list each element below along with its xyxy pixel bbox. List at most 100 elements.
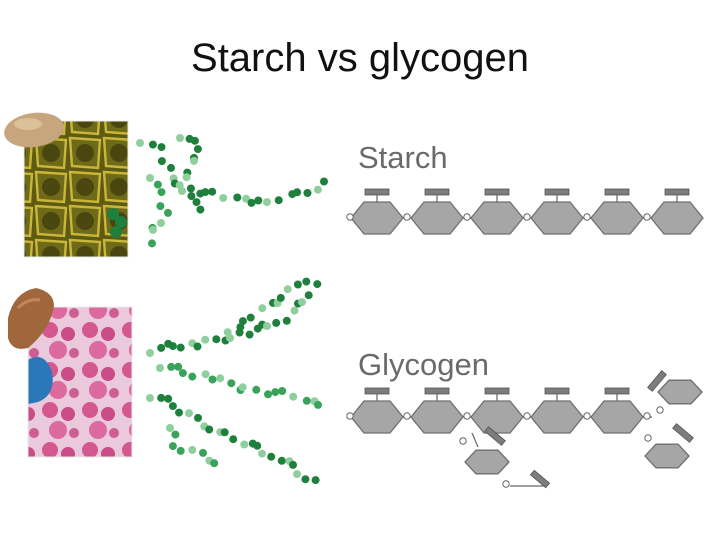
glucose-bead [246, 313, 255, 322]
glucose-bead [167, 362, 176, 371]
glucose-bead [193, 342, 202, 351]
oxygen-link [523, 412, 531, 420]
glucose-bead [298, 298, 306, 307]
oxygen-link [502, 480, 510, 488]
glucose-bead [201, 335, 210, 344]
glucose-bead [320, 177, 328, 186]
glucose-bead [302, 277, 311, 286]
glucose-bead [247, 198, 256, 207]
glucose-bead [220, 428, 229, 437]
oxygen-link [583, 412, 591, 420]
glucose-bead [311, 476, 320, 485]
side-group-bar [604, 387, 630, 395]
glucose-bead [148, 239, 156, 248]
glucose-bead [201, 370, 210, 379]
glucose-bead [190, 136, 199, 145]
oxygen-link [643, 213, 651, 221]
oxygen-link [346, 213, 354, 221]
oxygen-link [463, 213, 471, 221]
glucose-bead [258, 449, 266, 458]
glucose-unit [644, 443, 690, 469]
glucose-bead [168, 342, 177, 351]
glucose-bead [182, 173, 191, 182]
glucose-bead [274, 196, 283, 205]
oxygen-link [523, 213, 531, 221]
glucose-bead [186, 184, 195, 193]
glucose-bead [313, 280, 322, 289]
glucose-bead [229, 435, 238, 444]
side-group-bar [364, 188, 390, 196]
glucose-bead [185, 409, 193, 418]
liver-tissue-micrograph [27, 306, 133, 458]
glucose-bead [148, 140, 157, 149]
glucose-bead [164, 208, 172, 217]
glucose-bead [157, 157, 166, 166]
glucose-bead [263, 322, 271, 331]
glucose-unit [530, 201, 584, 235]
glucose-bead [293, 470, 301, 479]
glucose-bead [193, 145, 202, 154]
glucose-bead [263, 198, 271, 207]
oxygen-link [403, 412, 411, 420]
glucose-unit [470, 400, 524, 434]
glucose-unit [350, 400, 404, 434]
glucose-bead [314, 400, 322, 409]
glucose-bead [216, 374, 225, 383]
side-group-bar [544, 188, 570, 196]
glucose-bead [253, 441, 262, 450]
glucose-bead [290, 306, 299, 315]
starch-label: Starch [358, 140, 448, 175]
liver-icon [8, 288, 54, 349]
oxygen-link [459, 437, 467, 445]
glucose-bead [190, 156, 198, 165]
glucose-unit [464, 449, 510, 475]
glucose-bead [252, 385, 261, 394]
oxygen-link [656, 406, 664, 414]
glucose-bead [212, 335, 221, 344]
glucose-unit [350, 201, 404, 235]
glucose-unit [650, 201, 704, 235]
glucose-bead [267, 452, 276, 461]
glucose-bead [171, 430, 180, 439]
glucose-bead [146, 394, 154, 402]
glucose-bead [271, 388, 280, 397]
glucose-bead [301, 475, 310, 484]
glucose-bead [192, 198, 201, 207]
side-group-bar [604, 188, 630, 196]
glucose-bead [205, 425, 214, 434]
glucose-bead [194, 413, 202, 422]
side-group-bar [484, 426, 506, 446]
branch-bond [471, 432, 479, 448]
glucose-bead [289, 460, 297, 469]
side-group-bar [424, 387, 450, 395]
glucose-bead [196, 205, 205, 214]
glucose-bead [272, 318, 281, 327]
glucose-bead [226, 334, 234, 342]
oxygen-link [643, 412, 651, 420]
glucose-bead [156, 202, 165, 211]
glucose-unit [590, 201, 644, 235]
glucose-bead [146, 174, 154, 182]
glycogen-structure-diagram [346, 370, 703, 489]
glucose-bead [199, 448, 207, 457]
glucose-bead [210, 459, 219, 468]
glucose-bead [188, 445, 197, 454]
glucose-bead [157, 219, 165, 227]
glucose-bead [304, 291, 313, 300]
glucose-bead [277, 456, 286, 465]
side-group-bar [424, 188, 450, 196]
glucose-bead [188, 372, 197, 381]
glycogen-label: Glycogen [358, 347, 489, 382]
glucose-unit [530, 400, 584, 434]
glycogen-chain-model [146, 277, 322, 485]
side-group-bar [664, 188, 690, 196]
glucose-unit [657, 379, 703, 405]
glucose-bead [293, 280, 302, 289]
glucose-bead [219, 194, 228, 202]
starch-chain-model [136, 134, 328, 248]
glucose-bead [236, 323, 245, 332]
side-group-bar [484, 387, 510, 395]
side-group-bar [647, 370, 667, 392]
glucose-bead [289, 392, 298, 401]
oxygen-link [463, 412, 471, 420]
